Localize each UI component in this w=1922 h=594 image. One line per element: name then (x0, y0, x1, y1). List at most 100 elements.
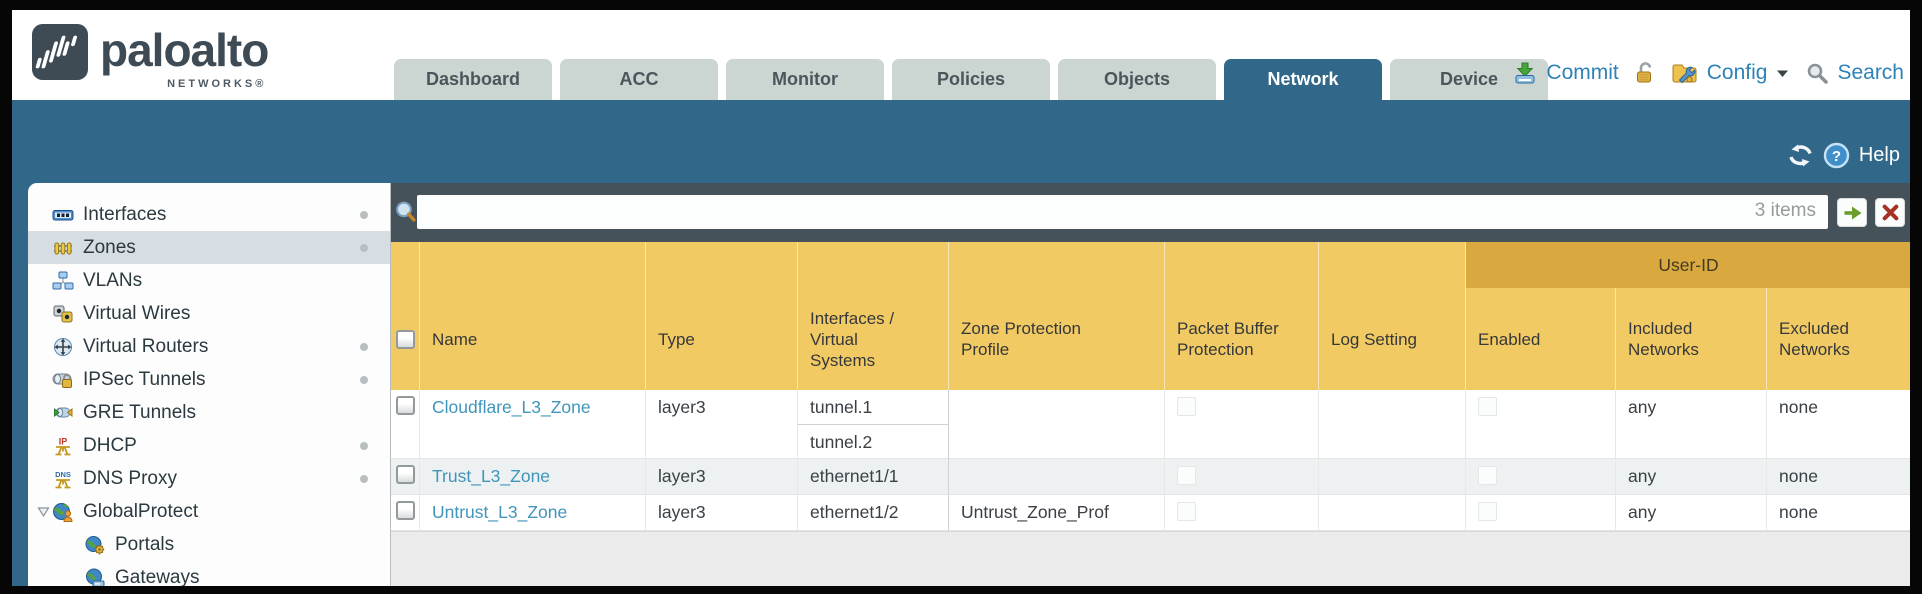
row-select-cell (391, 459, 420, 494)
column-header-label: Zone Protection Profile (961, 319, 1082, 359)
interface-entry: ethernet1/2 (810, 502, 899, 522)
interfaces-cell: ethernet1/2 (798, 495, 949, 530)
virtual-routers-icon (52, 337, 74, 357)
clear-filter-button[interactable] (1875, 198, 1905, 227)
caret-down-icon[interactable] (1776, 69, 1789, 78)
svg-text:IP: IP (59, 436, 68, 446)
tab-policies[interactable]: Policies (892, 59, 1050, 100)
sidebar-item-interfaces[interactable]: Interfaces (28, 198, 390, 231)
zone-name-link[interactable]: Cloudflare_L3_Zone (432, 397, 591, 417)
sidebar-item-virtual-wires[interactable]: Virtual Wires (28, 297, 390, 330)
column-header-included-networks[interactable]: Included Networks (1616, 242, 1767, 390)
zone-type-cell: layer3 (646, 459, 798, 494)
row-select-cell (391, 495, 420, 530)
virtual-wires-icon (52, 304, 74, 324)
help-icon[interactable]: ? (1823, 142, 1850, 169)
sidebar-item-dns-proxy[interactable]: DNS DNS Proxy (28, 462, 390, 495)
config-button[interactable]: Config (1706, 61, 1768, 84)
excluded-networks-cell: none (1779, 502, 1818, 522)
table-empty-area (391, 531, 1910, 586)
row-checkbox[interactable] (396, 465, 415, 484)
sidebar-item-zones[interactable]: Zones (28, 231, 390, 264)
packet-buffer-protection-checkbox (1177, 466, 1196, 485)
dns-proxy-icon: DNS (52, 469, 74, 489)
filter-bar: 3 items (391, 183, 1910, 242)
refresh-icon[interactable] (1787, 144, 1814, 167)
sidebar-item-gre-tunnels[interactable]: GRE Tunnels (28, 396, 390, 429)
expander-triangle-icon[interactable] (37, 507, 50, 517)
status-dot (360, 376, 368, 384)
portals-icon (84, 535, 106, 555)
brand-sub: NETWORKS® (167, 78, 267, 90)
user-id-enabled-cell (1466, 495, 1616, 530)
tab-dashboard[interactable]: Dashboard (394, 59, 552, 100)
status-dot (360, 343, 368, 351)
user-id-enabled-checkbox (1478, 397, 1497, 416)
select-all-checkbox[interactable] (396, 329, 415, 349)
status-dot (360, 442, 368, 450)
sidebar-item-label: Gateways (115, 566, 200, 587)
sidebar-item-label: GRE Tunnels (83, 401, 196, 423)
tab-acc[interactable]: ACC (560, 59, 718, 100)
row-checkbox[interactable] (396, 396, 415, 415)
sidebar-item-globalprotect[interactable]: GlobalProtect (28, 495, 390, 528)
interface-entry: tunnel.2 (810, 432, 873, 452)
select-all-column-header[interactable] (391, 242, 420, 390)
tab-monitor[interactable]: Monitor (726, 59, 884, 100)
svg-text:DNS: DNS (55, 470, 71, 479)
interface-entry: ethernet1/1 (810, 466, 899, 486)
column-header-excluded-networks[interactable]: Excluded Networks (1767, 242, 1910, 390)
packet-buffer-protection-checkbox (1177, 397, 1196, 416)
config-folder-icon (1671, 61, 1698, 85)
apply-filter-button[interactable] (1837, 198, 1867, 227)
ipsec-tunnels-icon (52, 370, 74, 390)
sidebar-item-label: VLANs (83, 269, 143, 291)
interfaces-icon (52, 205, 74, 225)
row-checkbox[interactable] (396, 501, 415, 520)
column-header-interfaces-virtual-systems[interactable]: Interfaces / Virtual Systems (798, 242, 949, 390)
sidebar-item-portals[interactable]: Portals (28, 528, 390, 561)
globalprotect-icon (52, 502, 74, 522)
search-button[interactable]: Search (1837, 61, 1904, 84)
column-header-zone-protection-profile[interactable]: Zone Protection Profile (949, 242, 1165, 390)
sidebar-item-label: DNS Proxy (83, 467, 177, 489)
sidebar-item-label: Virtual Wires (83, 302, 191, 324)
user-id-enabled-checkbox (1478, 502, 1497, 521)
commit-button[interactable]: Commit (1546, 61, 1619, 84)
column-header-enabled[interactable]: Enabled (1466, 242, 1616, 390)
status-dot (360, 475, 368, 483)
filter-input[interactable] (417, 195, 1828, 229)
column-header-log-setting[interactable]: Log Setting (1319, 242, 1466, 390)
column-header-name[interactable]: Name (420, 242, 646, 390)
column-header-type[interactable]: Type (646, 242, 798, 390)
sidebar-item-ipsec-tunnels[interactable]: IPSec Tunnels (28, 363, 390, 396)
zone-protection-profile-cell (949, 390, 1165, 459)
zone-protection-profile-cell (949, 459, 1165, 494)
tab-objects[interactable]: Objects (1058, 59, 1216, 100)
interface-entry: tunnel.1 (798, 390, 948, 425)
sidebar-item-gateways[interactable]: Gateways (28, 561, 390, 586)
zone-name-link[interactable]: Trust_L3_Zone (432, 466, 551, 486)
paloalto-logo: paloalto NETWORKS® (32, 24, 269, 90)
lock-icon[interactable] (1634, 61, 1656, 85)
zone-name-link[interactable]: Untrust_L3_Zone (432, 502, 568, 522)
sidebar-item-virtual-routers[interactable]: Virtual Routers (28, 330, 390, 363)
interfaces-cell: tunnel.1 tunnel.2 (798, 390, 949, 459)
zone-type-cell: layer3 (646, 390, 798, 459)
zones-icon (52, 238, 74, 258)
column-header-packet-buffer-protection[interactable]: Packet Buffer Protection (1165, 242, 1319, 390)
sidebar-item-vlans[interactable]: VLANs (28, 264, 390, 297)
filter-search-icon (394, 200, 417, 223)
help-label[interactable]: Help (1858, 144, 1900, 166)
tab-network[interactable]: Network (1224, 59, 1382, 100)
column-header-label: Excluded Networks (1779, 319, 1850, 359)
gateways-icon (84, 568, 106, 586)
vlans-icon (52, 271, 74, 291)
